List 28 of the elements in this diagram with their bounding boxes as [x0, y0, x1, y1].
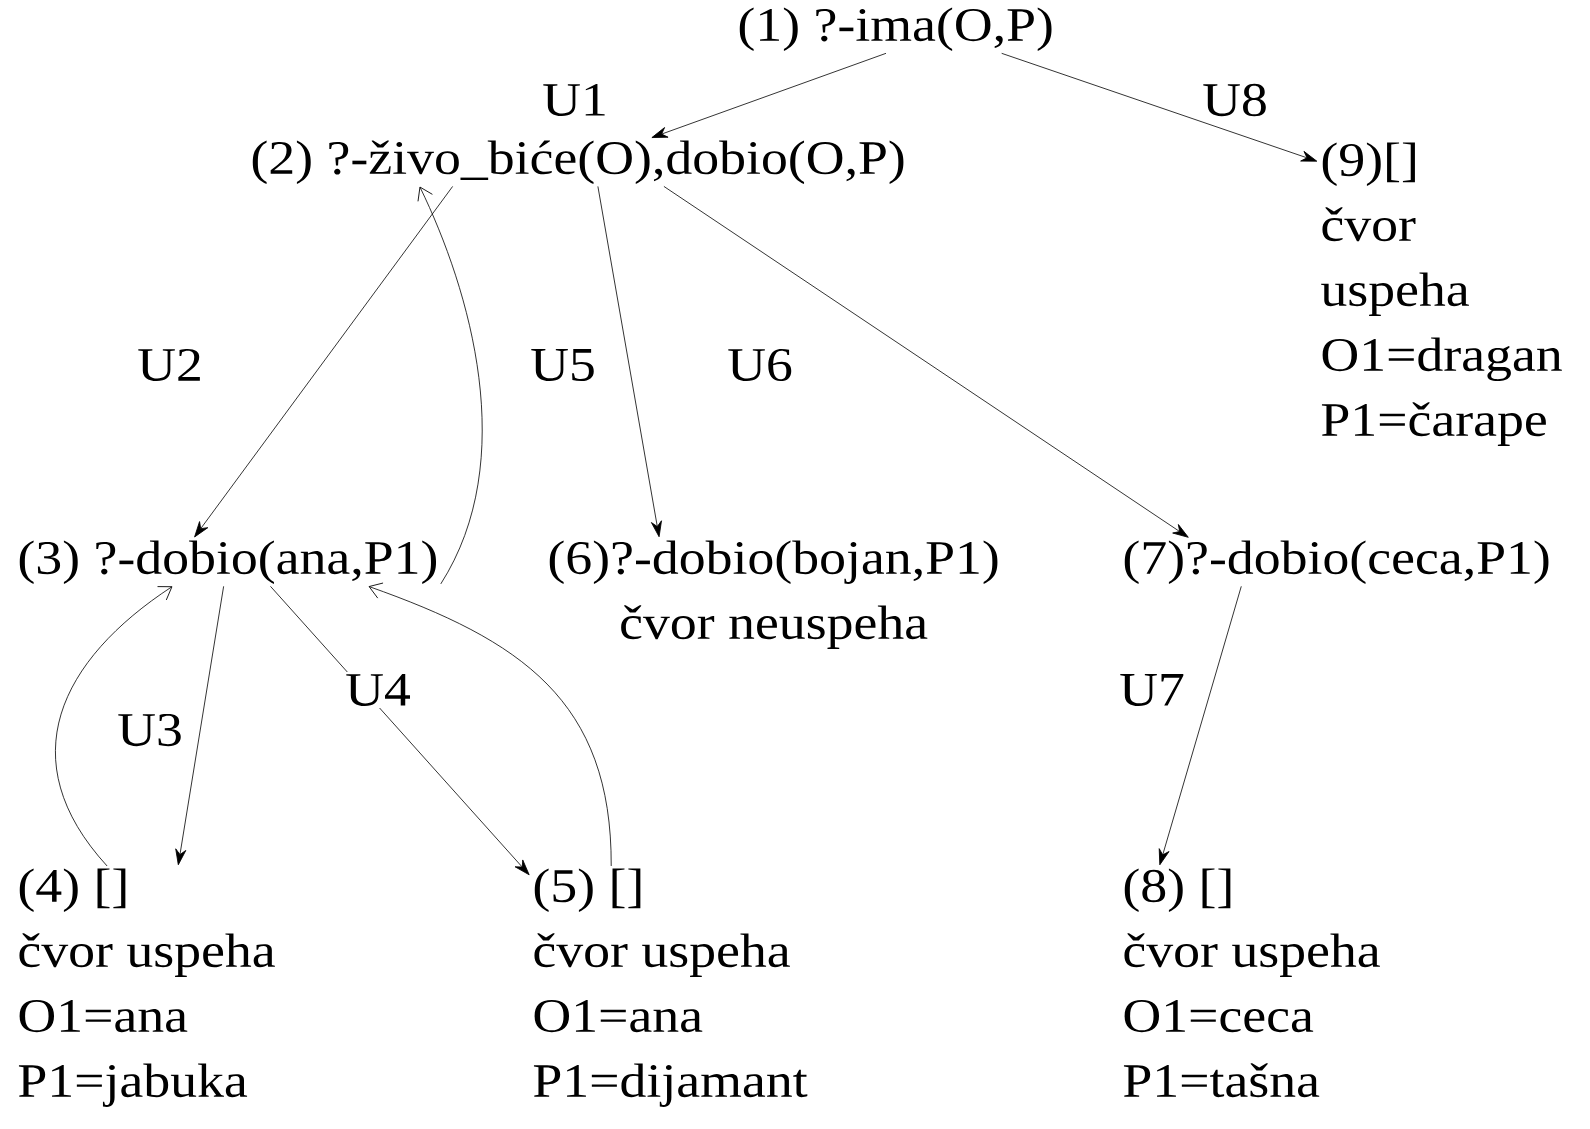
arrow: [597, 186, 662, 538]
edge-label: U4: [343, 671, 413, 709]
tree-node-text: (6)?-dobio(bojan,P1) čvor neuspeha: [549, 540, 998, 649]
edge-label: U5: [528, 347, 598, 383]
arrow: [651, 52, 887, 138]
edge-label: U8: [1200, 81, 1270, 119]
edge-label: U3: [115, 711, 185, 749]
arrow: [1001, 52, 1318, 162]
tree-node-text: (1) ?-ima(O,P): [739, 7, 1052, 51]
tree-node-text: (2) ?-živo_biće(O),dobio(O,P): [252, 140, 904, 184]
edge-label: U1: [540, 81, 610, 119]
backtrack-arrow: [55, 586, 173, 867]
tree-node-text: (3) ?-dobio(ana,P1): [19, 540, 436, 584]
backtrack-arrow: [368, 582, 612, 867]
arrow: [1158, 585, 1242, 866]
tree-node-text: (4) [] čvor uspeha O1=ana P1=jabuka: [18, 868, 275, 1107]
arrow: [175, 585, 225, 866]
tree-node-text: (5) [] čvor uspeha O1=ana P1=dijamant: [533, 868, 808, 1107]
edge-label: U7: [1117, 672, 1187, 708]
arrow: [194, 186, 454, 538]
edge-label: U2: [135, 346, 205, 384]
edge-label: U6: [725, 346, 795, 384]
tree-node-text: (8) [] čvor uspeha O1=ceca P1=tašna: [1123, 868, 1380, 1098]
tree-node-text: (9)[] čvor uspeha O1=dragan P1=čarape: [1321, 142, 1562, 446]
backtrack-arrow: [417, 186, 483, 585]
arrow: [270, 585, 530, 876]
arrow: [663, 186, 1189, 538]
tree-node-text: (7)?-dobio(ceca,P1): [1124, 540, 1549, 584]
